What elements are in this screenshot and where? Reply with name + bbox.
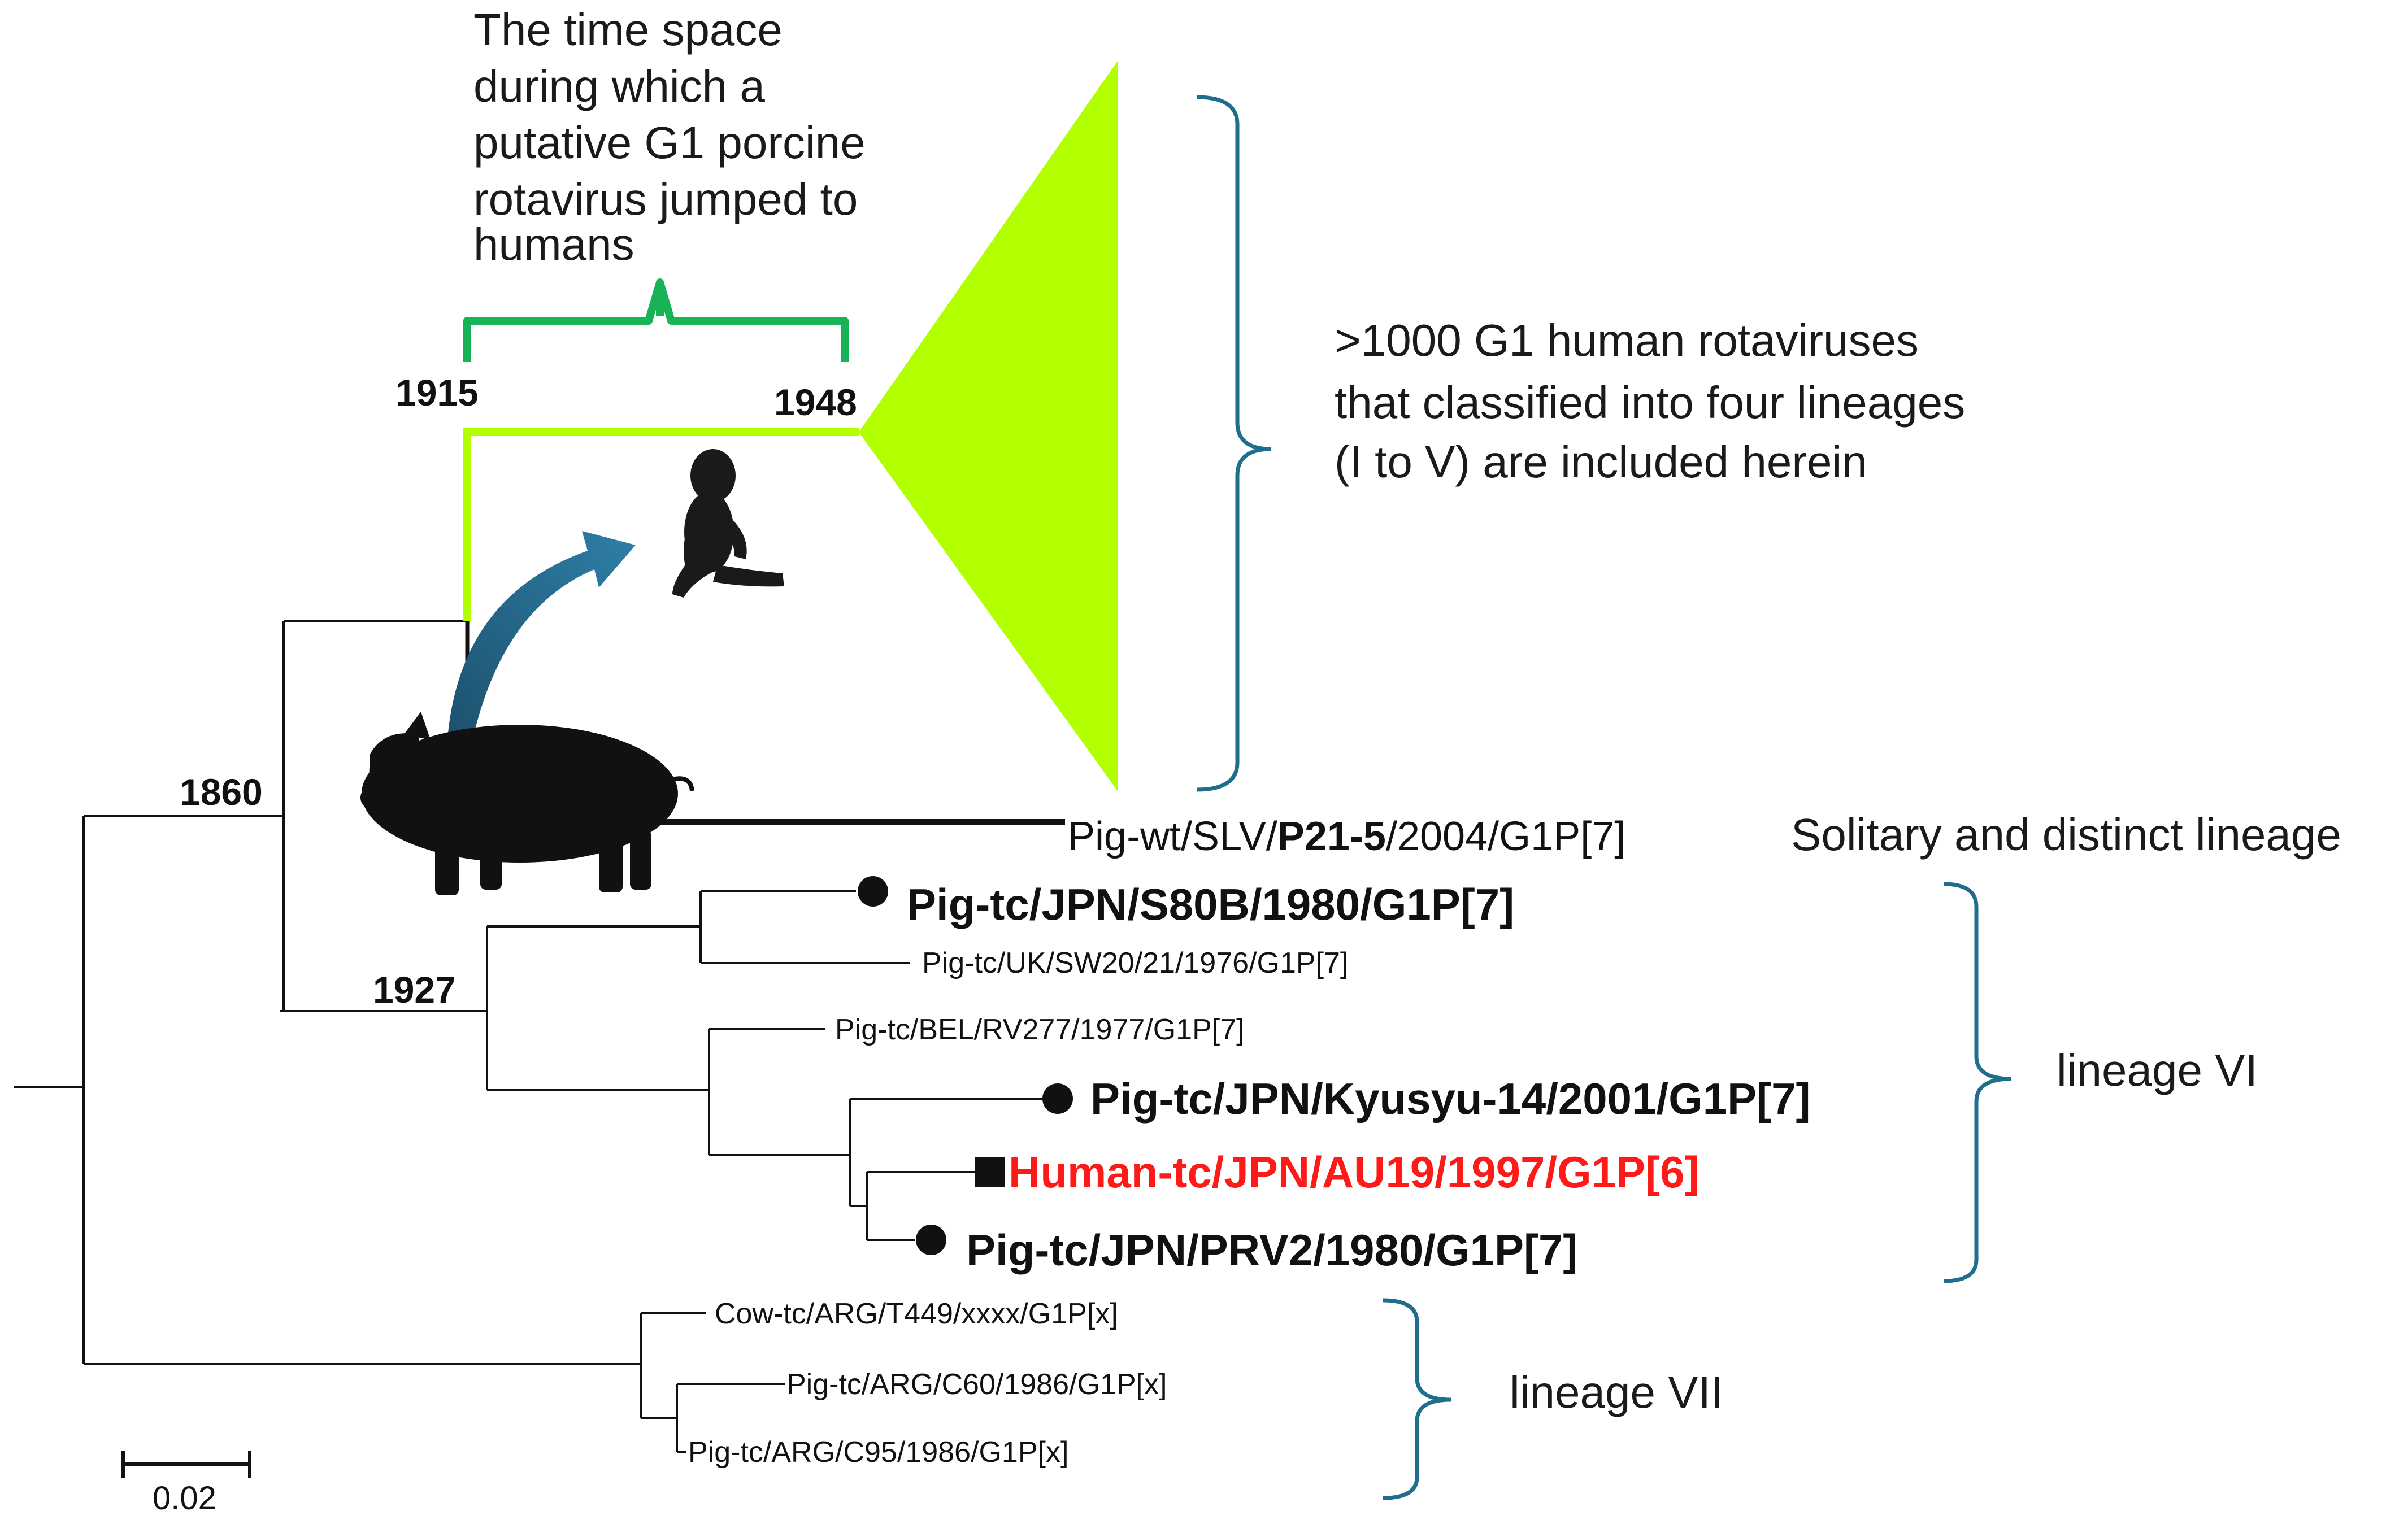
svg-text:humans: humans bbox=[473, 219, 634, 269]
tip-label-c95: Pig-tc/ARG/C95/1986/G1P[x] bbox=[688, 1436, 1068, 1469]
jump-arrow-icon bbox=[446, 531, 636, 757]
tip-label-s80b: Pig-tc/JPN/S80B/1980/G1P[7] bbox=[907, 879, 1514, 929]
lineage-label-solitary: Solitary and distinct lineage bbox=[1791, 809, 2341, 860]
lineage-brackets bbox=[1196, 95, 2012, 1500]
circle-marker-icon bbox=[1042, 1083, 1073, 1114]
tip-label-rv277: Pig-tc/BEL/RV277/1977/G1P[7] bbox=[835, 1013, 1245, 1046]
tree-branches bbox=[14, 620, 1065, 1453]
human-clade-branch bbox=[463, 428, 859, 621]
svg-text:during which a: during which a bbox=[473, 61, 765, 111]
tip-label-t449: Cow-tc/ARG/T449/xxxx/G1P[x] bbox=[715, 1297, 1118, 1330]
tip-label-kyusyu: Pig-tc/JPN/Kyusyu-14/2001/G1P[7] bbox=[1090, 1074, 1811, 1124]
scale-bar bbox=[121, 1451, 251, 1478]
node-date-1948: 1948 bbox=[774, 381, 857, 423]
svg-text:(I to V) are included herein: (I to V) are included herein bbox=[1335, 437, 1867, 487]
lineage-label-vii: lineage VII bbox=[1510, 1367, 1723, 1417]
circle-marker-icon bbox=[916, 1225, 946, 1255]
tip-label-sw20: Pig-tc/UK/SW20/21/1976/G1P[7] bbox=[922, 947, 1348, 979]
svg-text:putative G1 porcine: putative G1 porcine bbox=[473, 117, 866, 168]
node-date-1915: 1915 bbox=[395, 372, 479, 413]
node-date-1927: 1927 bbox=[373, 969, 456, 1011]
svg-text:>1000 G1 human rotaviruses: >1000 G1 human rotaviruses bbox=[1335, 315, 1919, 365]
svg-text:The time space: The time space bbox=[473, 5, 783, 55]
tip-label-prv2: Pig-tc/JPN/PRV2/1980/G1P[7] bbox=[966, 1225, 1577, 1275]
svg-text:rotavirus jumped to: rotavirus jumped to bbox=[473, 174, 858, 224]
lineage-vi-bracket bbox=[1943, 882, 2012, 1283]
square-marker-icon bbox=[975, 1157, 1005, 1187]
lineage-label-vi: lineage VI bbox=[2057, 1045, 2258, 1095]
tip-label-p21-5: Pig-wt/SLV/P21-5/2004/G1P[7] bbox=[1068, 814, 1625, 859]
human-clade-annotation: >1000 G1 human rotaviruses that classifi… bbox=[1335, 315, 1965, 487]
time-space-annotation: The time space during which a putative G… bbox=[473, 5, 866, 269]
human-clade-triangle bbox=[859, 61, 1118, 791]
scale-bar-label: 0.02 bbox=[153, 1480, 216, 1517]
pig-silhouette-icon bbox=[360, 712, 694, 895]
tip-label-au19: Human-tc/JPN/AU19/1997/G1P[6] bbox=[1009, 1147, 1699, 1197]
svg-text:that classified into four line: that classified into four lineages bbox=[1335, 377, 1965, 428]
human-clade bbox=[463, 61, 1118, 791]
tip-label-c60: Pig-tc/ARG/C60/1986/G1P[x] bbox=[786, 1368, 1167, 1401]
human-clade-bracket bbox=[1196, 95, 1272, 792]
node-date-1860: 1860 bbox=[180, 771, 263, 813]
circle-marker-icon bbox=[858, 876, 888, 907]
baby-silhouette-icon bbox=[672, 449, 784, 598]
lineage-vii-bracket bbox=[1383, 1298, 1451, 1500]
